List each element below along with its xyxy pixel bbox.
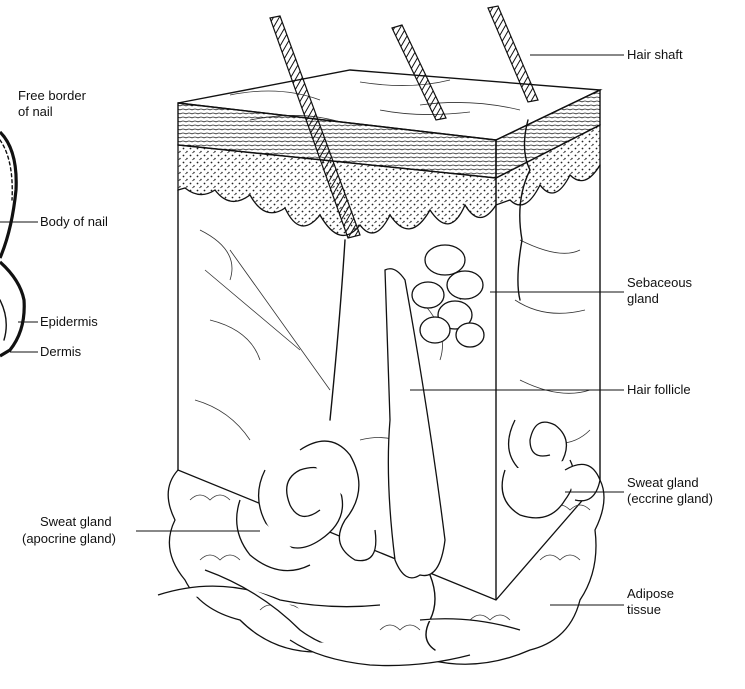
label-free-border-line2: of nail — [18, 104, 53, 119]
label-sweat-eccrine-line2: (eccrine gland) — [627, 491, 713, 506]
label-sebaceous-line1: Sebaceous — [627, 275, 693, 290]
label-sweat-eccrine-line1: Sweat gland — [627, 475, 699, 490]
label-adipose-line2: tissue — [627, 602, 661, 617]
label-free-border-line1: Free border — [18, 88, 87, 103]
label-sweat-apocrine-line2: (apocrine gland) — [22, 531, 116, 546]
label-dermis: Dermis — [40, 344, 82, 359]
apocrine-sweat-gland — [237, 240, 376, 571]
label-hair-follicle: Hair follicle — [627, 382, 691, 397]
label-body-of-nail: Body of nail — [40, 214, 108, 229]
label-sweat-apocrine-line1: Sweat gland — [40, 514, 112, 529]
skin-block — [168, 70, 604, 664]
label-sebaceous-line2: gland — [627, 291, 659, 306]
label-hair-shaft: Hair shaft — [627, 47, 683, 62]
label-epidermis: Epidermis — [40, 314, 98, 329]
label-adipose-line1: Adipose — [627, 586, 674, 601]
sebaceous-gland — [412, 245, 484, 347]
